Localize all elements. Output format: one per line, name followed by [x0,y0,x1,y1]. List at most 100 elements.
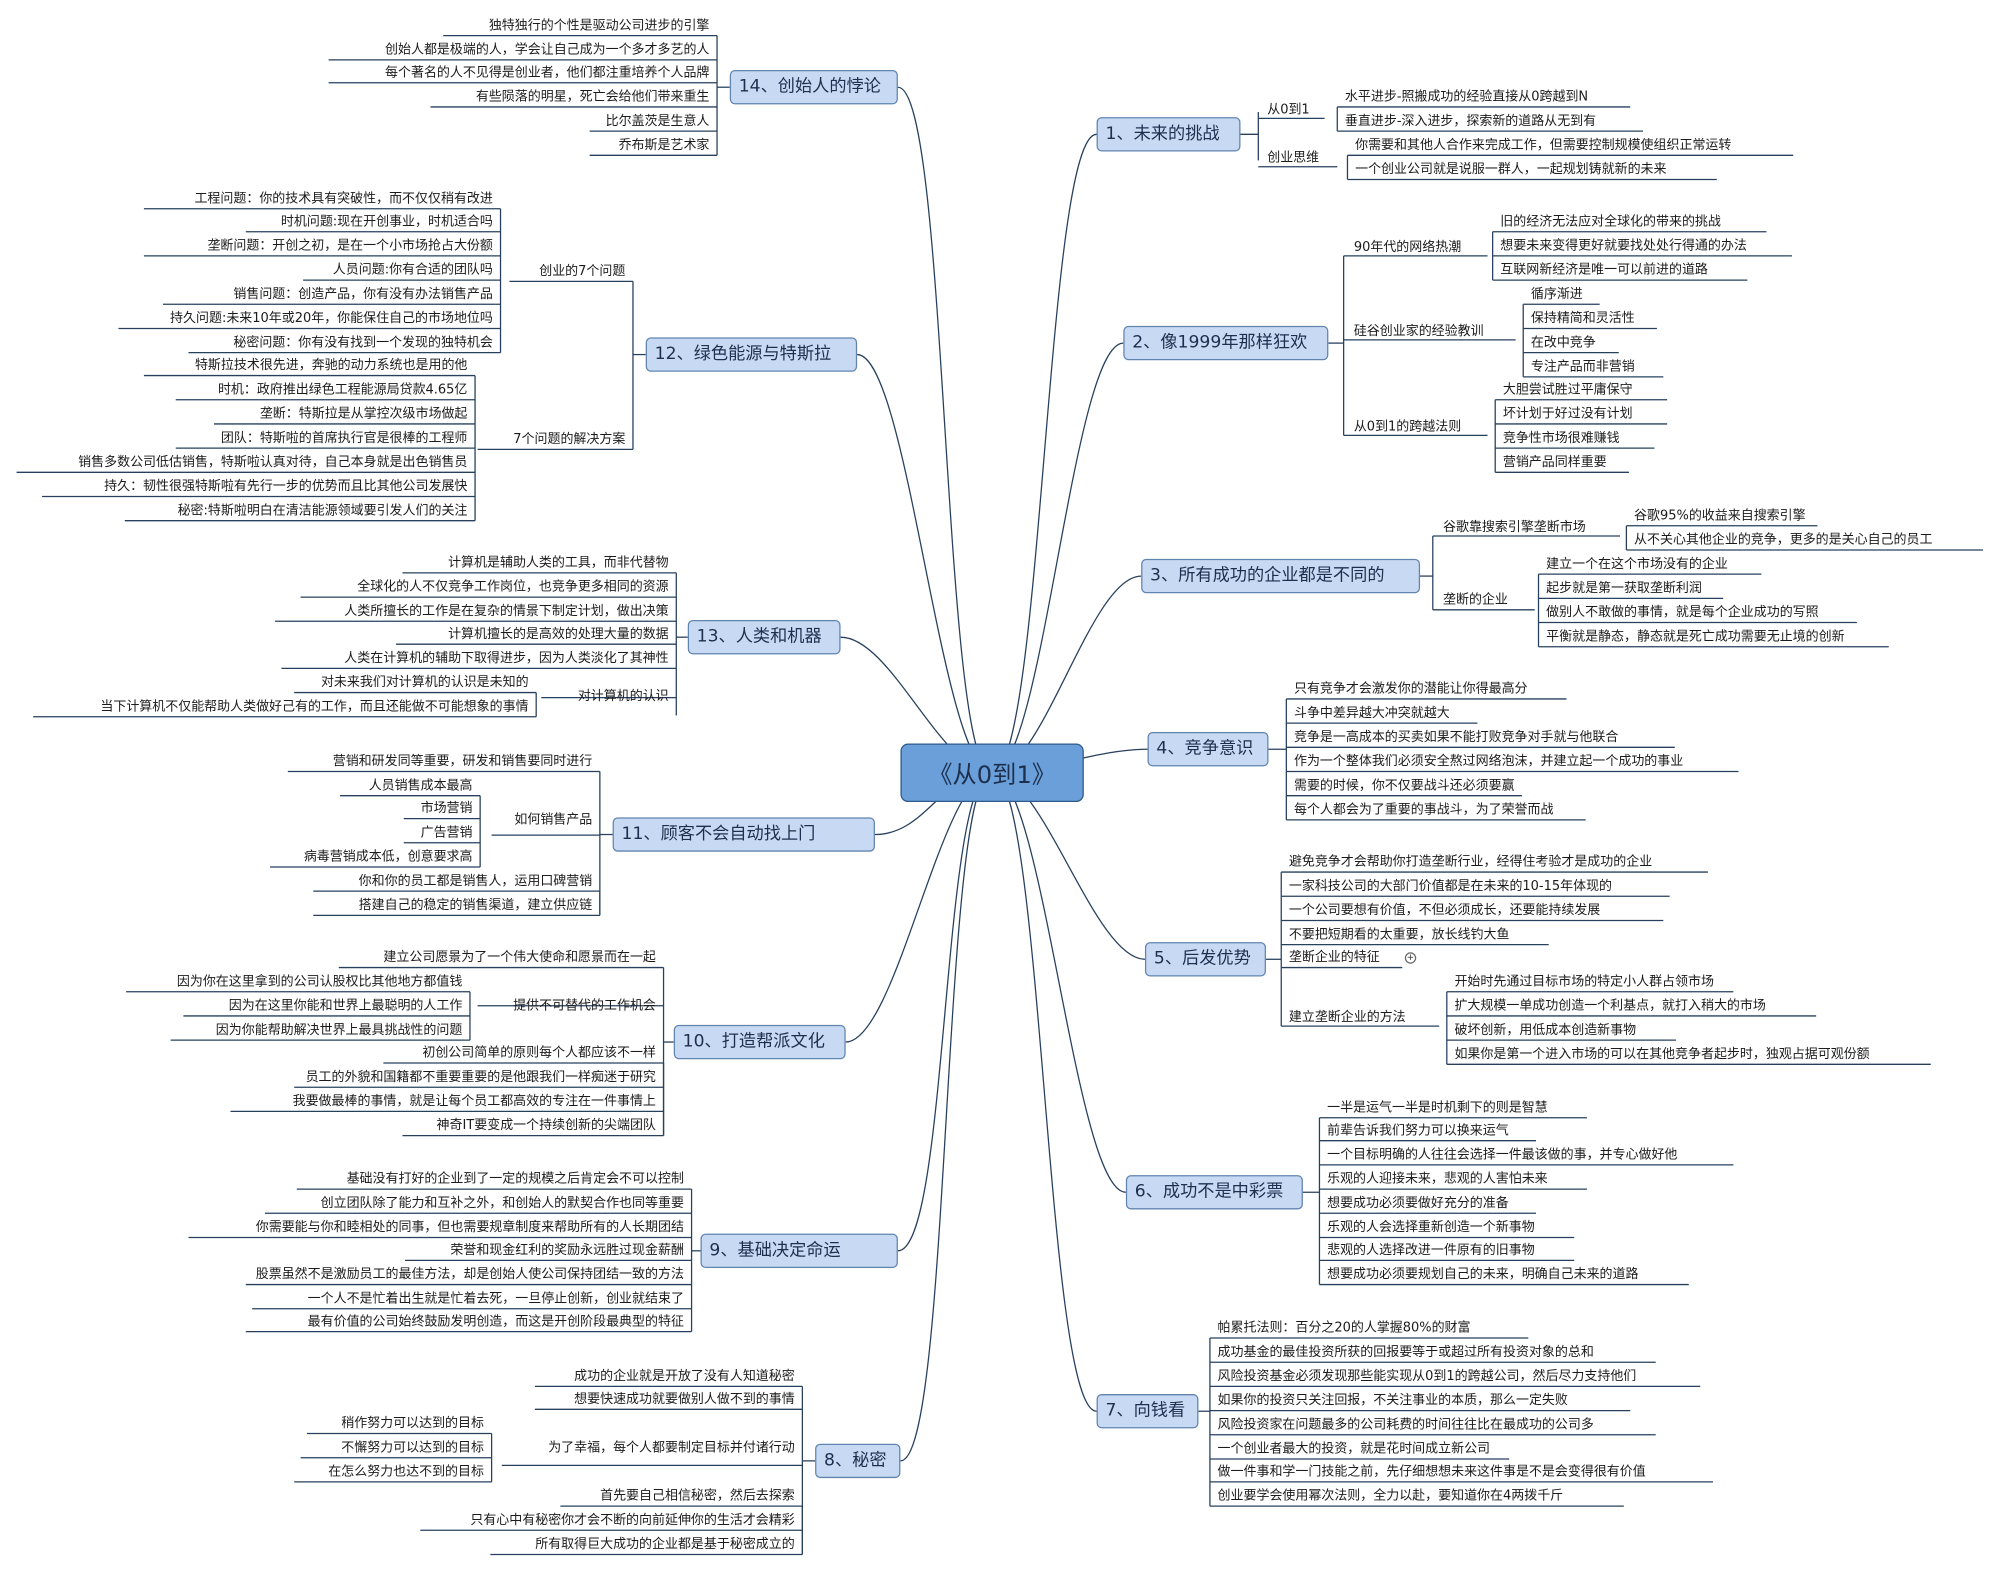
subtopic-label[interactable]: 垄断问题：开创之初，是在一个小市场抢占大份额 [207,239,493,254]
subtopic-label[interactable]: 风险投资基金必须发现那些能实现从0到1的跨越公司，然后尽力支持他们 [1217,1369,1637,1384]
subtopic-label[interactable]: 一半是运气一半是时机剩下的则是智慧 [1327,1101,1548,1116]
subtopic-label[interactable]: 有些陨落的明星，死亡会给他们带来重生 [475,90,710,105]
subtopic-label[interactable]: 因为你在这里拿到的公司认股权比其他地方都值钱 [176,975,463,990]
subtopic-label[interactable]: 建立公司愿景为了一个伟大使命和愿景而在一起 [383,951,656,966]
subtopic-group[interactable]: 创业思维 [1267,151,1320,166]
subtopic-label[interactable]: 互联网新经济是唯一可以前进的道路 [1500,263,1708,278]
subtopic-label[interactable]: 持久：韧性很强特斯啦有先行一步的优势而且比其他公司发展快 [104,479,468,494]
subtopic-label[interactable]: 需要的时候，你不仅要战斗还必须要赢 [1293,779,1515,794]
subtopic-label[interactable]: 营销产品同样重要 [1502,455,1607,470]
subtopic-label[interactable]: 作为一个整体我们必须安全熬过网络泡沫，并建立起一个成功的事业 [1293,754,1684,769]
branch-topic[interactable]: 4、竞争意识 [1147,732,1269,767]
subtopic-label[interactable]: 秘密:特斯啦明白在清洁能源领域要引发人们的关注 [177,504,468,519]
subtopic-label[interactable]: 旧的经济无法应对全球化的带来的挑战 [1500,215,1721,230]
subtopic-label[interactable]: 创立团队除了能力和互补之外，和创始人的默契合作也同等重要 [320,1196,684,1211]
subtopic-label[interactable]: 一个创业者最大的投资，就是花时间成立新公司 [1217,1442,1491,1457]
subtopic-label[interactable]: 竞争性市场很难赚钱 [1502,431,1620,446]
branch-topic[interactable]: 5、后发优势 [1144,942,1266,977]
subtopic-label[interactable]: 市场营销 [420,802,473,817]
subtopic-label[interactable]: 病毒营销成本低，创意要求高 [303,850,473,865]
branch-topic[interactable]: 10、打造帮派文化 [673,1024,846,1060]
branch-topic[interactable]: 9、基础决定命运 [700,1233,898,1269]
subtopic-label[interactable]: 垄断：特斯拉是从掌控次级市场做起 [259,407,468,422]
subtopic-group[interactable]: 垄断的企业 [1442,593,1508,608]
subtopic-label[interactable]: 一个公司要想有价值，不但必须成长，还要能持续发展 [1288,903,1601,918]
branch-topic[interactable]: 8、秘密 [815,1443,901,1479]
subtopic-label[interactable]: 破坏创新，用低成本创造新事物 [1454,1023,1637,1038]
subtopic-group[interactable]: 从0到1 [1267,103,1310,118]
central-topic[interactable]: 《从0到1》 [900,743,1084,803]
subtopic-label[interactable]: 避免竞争才会帮助你打造垄断行业，经得住考验才是成功的企业 [1288,855,1653,870]
subtopic-label[interactable]: 你需要能与你和睦相处的同事，但也需要规章制度来帮助所有的人长期团结 [255,1220,684,1235]
subtopic-label[interactable]: 稍作努力可以达到的目标 [341,1416,484,1431]
subtopic-label[interactable]: 在怎么努力也达不到的目标 [328,1465,484,1480]
subtopic-label[interactable]: 一个目标明确的人往往会选择一件最该做的事，并专心做好他 [1327,1148,1678,1163]
subtopic-label[interactable]: 所有取得巨大成功的企业都是基于秘密成立的 [535,1537,795,1552]
subtopic-label[interactable]: 搭建自己的稳定的销售渠道，建立供应链 [358,898,593,913]
subtopic-label[interactable]: 垂直进步-深入进步，探索新的道路从无到有 [1344,114,1597,129]
subtopic-label[interactable]: 因为你能帮助解决世界上最具挑战性的问题 [215,1023,463,1038]
subtopic-label[interactable]: 大胆尝试胜过平庸保守 [1502,383,1633,398]
subtopic-label[interactable]: 从不关心其他企业的竞争，更多的是关心自己的员工 [1634,533,1933,548]
subtopic-label[interactable]: 每个著名的人不见得是创业者，他们都注重培养个人品牌 [385,66,710,81]
subtopic-label[interactable]: 坏计划于好过没有计划 [1502,407,1633,422]
branch-topic[interactable]: 2、像1999年那样狂欢 [1123,325,1329,361]
subtopic-label[interactable]: 在改中竞争 [1530,336,1596,351]
subtopic-label[interactable]: 特斯拉技术很先进，奔驰的动力系统也是用的他 [194,359,468,374]
subtopic-label[interactable]: 对未来我们对计算机的认识是未知的 [320,676,529,691]
subtopic-label[interactable]: 每个人都会为了重要的事战斗，为了荣誉而战 [1293,803,1554,818]
subtopic-label[interactable]: 建立一个在这个市场没有的企业 [1546,557,1728,572]
subtopic-label[interactable]: 乐观的人会选择重新创造一个新事物 [1327,1220,1535,1235]
subtopic-label[interactable]: 起步就是第一获取垄断利润 [1546,581,1702,596]
branch-topic[interactable]: 14、创始人的悖论 [729,70,898,105]
subtopic-group[interactable]: 谷歌靠搜索引擎垄断市场 [1442,520,1586,535]
subtopic-label[interactable]: 成功的企业就是开放了没有人知道秘密 [574,1369,795,1384]
subtopic-label[interactable]: 悲观的人选择改进一件原有的旧事物 [1327,1243,1535,1258]
subtopic-label[interactable]: 秘密问题：你有没有找到一个发现的独特机会 [233,336,493,351]
subtopic-label[interactable]: 保持精简和灵活性 [1530,311,1635,326]
subtopic-label[interactable]: 全球化的人不仅竞争工作岗位，也竞争更多相同的资源 [357,580,669,595]
subtopic-label[interactable]: 开始时先通过目标市场的特定小人群占领市场 [1454,975,1714,990]
branch-topic[interactable]: 12、绿色能源与特斯拉 [645,337,858,372]
subtopic-label[interactable]: 当下计算机不仅能帮助人类做好己有的工作，而且还能做不可能想象的事情 [100,700,529,715]
subtopic-label[interactable]: 不懈努力可以达到的目标 [341,1441,484,1456]
subtopic-label[interactable]: 想要成功必须要规划自己的未来，明确自己未来的道路 [1327,1268,1639,1283]
subtopic-label[interactable]: 人类在计算机的辅助下取得进步，因为人类淡化了其神性 [344,651,669,666]
subtopic-label[interactable]: 员工的外貌和国籍都不重要重要的是他跟我们一样痴迷于研究 [305,1070,656,1085]
subtopic-label[interactable]: 人员销售成本最高 [368,779,473,794]
subtopic-label[interactable]: 一家科技公司的大部门价值都是在未来的10-15年体现的 [1288,879,1613,894]
subtopic-group[interactable]: 为了幸福，每个人都要制定目标并付诸行动 [548,1441,795,1456]
subtopic-group[interactable]: 7个问题的解决方案 [513,432,626,447]
subtopic-label[interactable]: 初创公司简单的原则每个人都应该不一样 [422,1046,656,1061]
subtopic-label[interactable]: 销售问题：创造产品，你有没有办法销售产品 [233,287,493,302]
subtopic-label[interactable]: 计算机擅长的是高效的处理大量的数据 [448,627,669,642]
subtopic-label[interactable]: 一个创业公司就是说服一群人，一起规划铸就新的未来 [1355,162,1667,177]
subtopic-label[interactable]: 想要未来变得更好就要找处处行得通的办法 [1500,239,1747,254]
subtopic-group[interactable]: 硅谷创业家的经验教训 [1353,324,1484,339]
subtopic-group[interactable]: 创业的7个问题 [539,264,626,279]
subtopic-label[interactable]: 广告营销 [420,826,473,841]
subtopic-group[interactable]: 建立垄断企业的方法 [1288,1010,1406,1025]
subtopic-label[interactable]: 只有心中有秘密你才会不断的向前延伸你的生活才会精彩 [470,1513,795,1528]
subtopic-label[interactable]: 前辈告诉我们努力可以换来运气 [1327,1124,1509,1139]
subtopic-label[interactable]: 人类所擅长的工作是在复杂的情景下制定计划，做出决策 [344,604,669,619]
branch-topic[interactable]: 13、人类和机器 [687,619,841,655]
subtopic-label[interactable]: 团队：特斯啦的首席执行官是很棒的工程师 [220,431,468,446]
subtopic-label[interactable]: 如果你的投资只关注回报，不关注事业的本质，那么一定失败 [1217,1394,1568,1409]
subtopic-group[interactable]: 对计算机的认识 [577,690,669,705]
subtopic-label[interactable]: 营销和研发同等重要，研发和销售要同时进行 [332,754,593,769]
subtopic-label[interactable]: 基础没有打好的企业到了一定的规模之后肯定会不可以控制 [346,1172,684,1187]
branch-topic[interactable]: 11、顾客不会自动找上门 [612,817,875,852]
subtopic-label[interactable]: 帕累托法则：百分之20的人掌握80%的财富 [1217,1321,1471,1336]
subtopic-label[interactable]: 斗争中差异越大冲突就越大 [1293,706,1450,721]
subtopic-label[interactable]: 计算机是辅助人类的工具，而非代替物 [448,556,669,571]
subtopic-label[interactable]: 首先要自己相信秘密，然后去探索 [600,1489,795,1504]
subtopic-label[interactable]: 我要做最棒的事情，就是让每个员工都高效的专注在一件事情上 [292,1094,656,1109]
subtopic-label[interactable]: 创始人都是极端的人，学会让自己成为一个多才多艺的人 [385,43,710,58]
subtopic-label[interactable]: 做别人不敢做的事情，就是每个企业成功的写照 [1546,605,1819,620]
subtopic-label[interactable]: 持久问题:未来10年或20年，你能保住自己的市场地位吗 [170,311,493,326]
subtopic-label[interactable]: 时机问题:现在开创事业，时机适合吗 [280,215,493,230]
subtopic-label[interactable]: 人员问题:你有合适的团队吗 [332,263,493,278]
subtopic-label[interactable]: 成功基金的最佳投资所获的回报要等于或超过所有投资对象的总和 [1217,1345,1594,1360]
subtopic-label[interactable]: 谷歌95%的收益来自搜索引擎 [1634,509,1806,524]
